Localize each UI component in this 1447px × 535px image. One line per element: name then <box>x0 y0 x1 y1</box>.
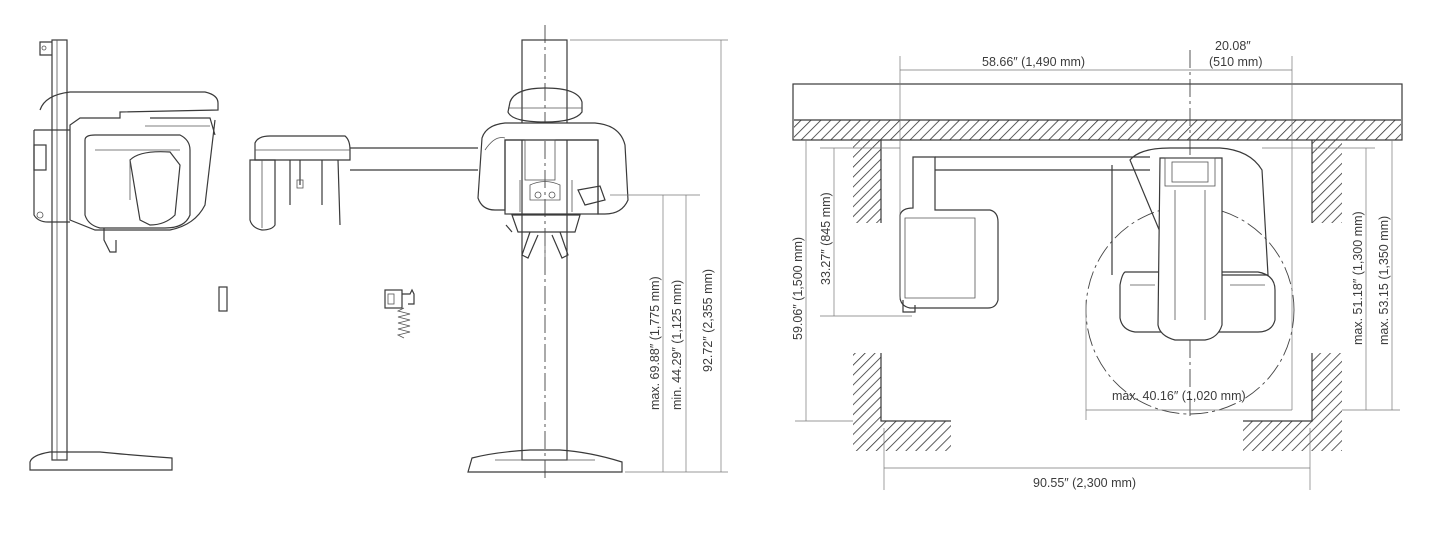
width-top-label: 58.66″ (1,490 mm) <box>982 55 1085 69</box>
side-view: max. 69.88″ (1,775 mm) min. 44.29″ (1,12… <box>29 25 728 480</box>
top-view-dimensions <box>795 56 1400 490</box>
ceph-top <box>899 156 1150 313</box>
rotation-diameter-label: max. 40.16″ (1,020 mm) <box>1112 389 1246 403</box>
depth-left-outer-label: 59.06″ (1,500 mm) <box>791 237 805 340</box>
width-bottom-label: 90.55″ (2,300 mm) <box>1033 476 1136 490</box>
cephalostat <box>249 135 351 231</box>
total-height-label: 92.72″ (2,355 mm) <box>701 269 715 372</box>
wall-plate <box>218 286 228 312</box>
wall <box>792 83 1403 141</box>
left-unit <box>29 39 219 471</box>
support-arm <box>350 147 478 171</box>
max-height-label: max. 69.88″ (1,775 mm) <box>648 276 662 410</box>
depth-left-inner-label: 33.27″ (845 mm) <box>819 192 833 285</box>
hand-switch <box>384 288 415 339</box>
height-dimensions <box>570 39 728 473</box>
room-corners <box>853 140 1342 451</box>
depth-right-inner-label: max. 51.18″ (1,300 mm) <box>1351 211 1365 345</box>
offset-top-label-1: 20.08″ <box>1215 39 1251 53</box>
right-unit <box>467 25 629 480</box>
main-unit-top <box>1111 147 1276 341</box>
offset-top-label-2: (510 mm) <box>1209 55 1262 69</box>
depth-right-outer-label: max. 53.15 (1,350 mm) <box>1377 216 1391 345</box>
min-height-label: min. 44.29″ (1,125 mm) <box>670 280 684 410</box>
top-view: 58.66″ (1,490 mm) 20.08″ (510 mm) 59.06″… <box>791 39 1403 490</box>
